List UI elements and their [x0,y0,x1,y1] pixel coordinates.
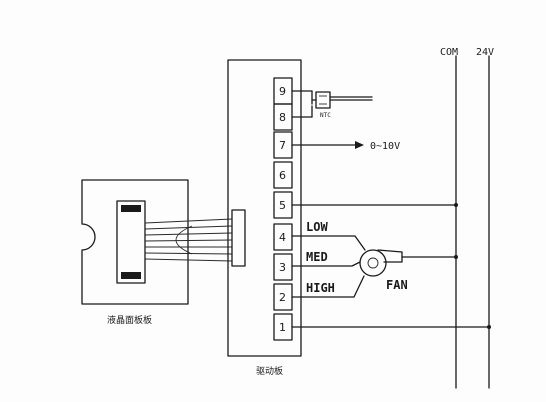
ntc-sensor [291,90,373,118]
lcd-board-label: 液晶面板板 [107,314,152,326]
com-label: COM [440,47,458,58]
terminal-9-label: 9 [279,85,286,98]
lcd-panel-board [81,179,189,305]
fan-label: FAN [386,278,408,292]
terminal-strip [273,77,293,341]
terminal-8-label: 8 [279,111,286,124]
ntc-body [315,91,331,109]
arrow-head [355,141,364,149]
terminal-1-wire [291,325,491,329]
terminal-4 [273,223,293,251]
analog-output-label: 0~10V [370,141,400,152]
terminal-2-label: 2 [279,291,286,304]
terminal-5-label: 5 [279,199,286,212]
fan-high-label: HIGH [306,281,335,295]
terminal-4-label: 4 [279,231,286,244]
ntc-label: NTC [320,112,331,119]
terminal-3-label: 3 [279,261,286,274]
24v-label: 24V [476,47,494,58]
ribbon-connector [231,209,246,267]
fan-med-label: MED [306,250,328,264]
terminal-7-label: 7 [279,139,286,152]
fan-motor [359,249,387,277]
ribbon-cable [144,218,233,262]
fan-low-label: LOW [306,220,328,234]
lcd-top-tab [121,205,141,212]
driver-board [227,59,302,357]
terminal-1-label: 1 [279,321,286,334]
terminal-5-wire [291,203,458,207]
terminal-6-label: 6 [279,169,286,182]
terminal-6 [273,161,293,189]
lcd-bottom-tab [121,272,141,279]
driver-board-label: 驱动板 [256,365,283,377]
fan-wiring [291,235,458,298]
terminal-3 [273,253,293,281]
analog-output [291,141,364,149]
